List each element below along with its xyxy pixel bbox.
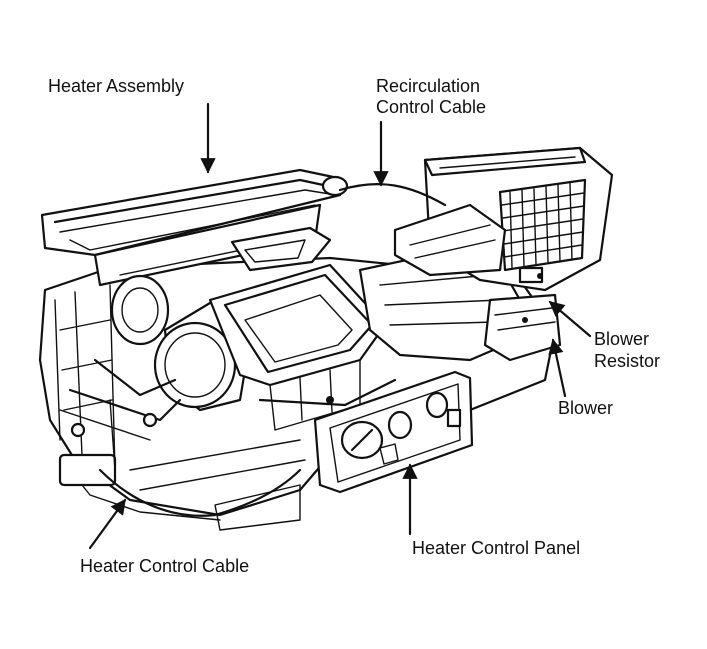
recirculation-label-line1: Recirculation	[376, 76, 481, 96]
control-cable-arrow	[88, 498, 127, 550]
blower-resistor-label-line2: Resistor	[594, 351, 661, 371]
blower-housing	[393, 146, 614, 362]
blower-arrow	[548, 338, 567, 398]
heater-control-cable-label: Heater Control Cable	[80, 556, 250, 576]
heater-control-panel-label: Heater Control Panel	[412, 538, 581, 558]
duct-outlets	[110, 274, 252, 412]
heater-core-box	[208, 263, 387, 431]
control-linkage	[59, 358, 397, 471]
cables	[98, 183, 447, 517]
heater-plenum	[40, 168, 349, 287]
blower-label: Blower	[558, 398, 614, 418]
control-panel-drawing	[313, 370, 474, 494]
blower-resistor-label-line1: Blower	[594, 329, 650, 349]
recirculation-label-line2: Control Cable	[376, 97, 487, 117]
heater-assembly-label: Heater Assembly	[48, 76, 185, 96]
blower-resistor-arrow	[548, 300, 592, 338]
leader-lines	[88, 102, 592, 550]
